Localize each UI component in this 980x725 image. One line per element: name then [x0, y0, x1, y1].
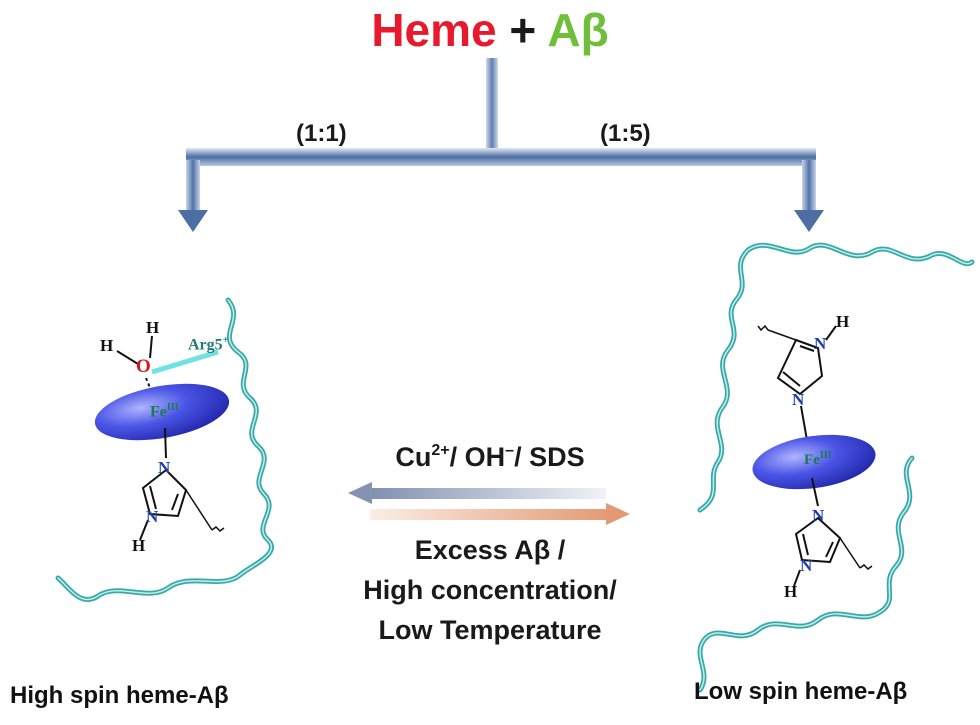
flow-bar [186, 148, 816, 166]
forward-condition-3: Low Temperature [378, 615, 602, 645]
hbond-arg [151, 349, 219, 375]
imidazole-ring-left [141, 468, 188, 518]
ratio-left: (1:1) [296, 120, 347, 147]
atom-fe-left: FeIII [150, 402, 179, 421]
imidazole-ring-upper [776, 338, 824, 396]
left-peptide-ribbon [55, 297, 274, 602]
caption-high-spin: High spin heme-Aβ [10, 682, 229, 709]
flow-arrowhead-left [178, 210, 208, 232]
flow-drop-right [802, 160, 816, 212]
title-abeta: Aβ [547, 4, 609, 56]
reverse-arrow-shaft [368, 488, 606, 499]
ratio-right: (1:5) [600, 120, 651, 147]
forward-condition-1: Excess Aβ / [414, 535, 566, 565]
atom-n-top2-right: N [812, 506, 825, 525]
forward-conditions: Excess Aβ / High concentration/ Low Temp… [300, 530, 680, 650]
flow-arrowhead-right [794, 210, 824, 232]
flow-drop-left [186, 160, 200, 212]
right-peptide-ribbon [697, 242, 975, 693]
title-plus: + [509, 4, 537, 56]
right-complex [752, 324, 876, 587]
flow-tree [178, 58, 824, 232]
atom-oxygen: O [136, 356, 151, 377]
reverse-arrowhead [348, 482, 372, 504]
bond-h-o [116, 350, 139, 365]
atom-n-bottom-left: N [146, 507, 159, 526]
heme-disc-left [94, 383, 230, 441]
bond-fe-n [164, 427, 167, 459]
atom-h-bottom-left: H [132, 536, 146, 555]
atom-arg5: Arg5+ [188, 334, 229, 354]
atom-n-bottom2-right: N [800, 556, 813, 575]
imidazole-ring-lower [794, 516, 842, 564]
bond-ring-chain [185, 489, 213, 531]
flow-stem [486, 58, 498, 156]
reverse-conditions: Cu2+/ OH–/ SDS [395, 442, 585, 472]
bond-fe-n-lower [811, 477, 819, 507]
forward-arrowhead [606, 503, 630, 525]
equilibrium-arrows [348, 482, 630, 525]
atom-h-bottom-right: H [784, 582, 798, 601]
atom-h-left: H [100, 336, 114, 355]
atom-n-top-left: N [158, 458, 171, 477]
title: Heme + Aβ [0, 2, 980, 58]
caption-low-spin: Low spin heme-Aβ [694, 678, 908, 705]
atom-fe-right: FeIII [804, 450, 832, 468]
left-complex [94, 335, 230, 541]
forward-arrow-shaft [370, 509, 610, 520]
atom-n-upper-right: N [814, 334, 827, 353]
atom-n-lower-right: N [792, 390, 805, 409]
title-heme: Heme [371, 4, 497, 56]
atom-h-top-left: H [146, 318, 160, 337]
bond-h-o-top [149, 335, 153, 359]
forward-condition-2: High concentration/ [363, 575, 617, 605]
heme-disc-right [752, 434, 876, 490]
atom-h-top-right: H [836, 312, 850, 331]
